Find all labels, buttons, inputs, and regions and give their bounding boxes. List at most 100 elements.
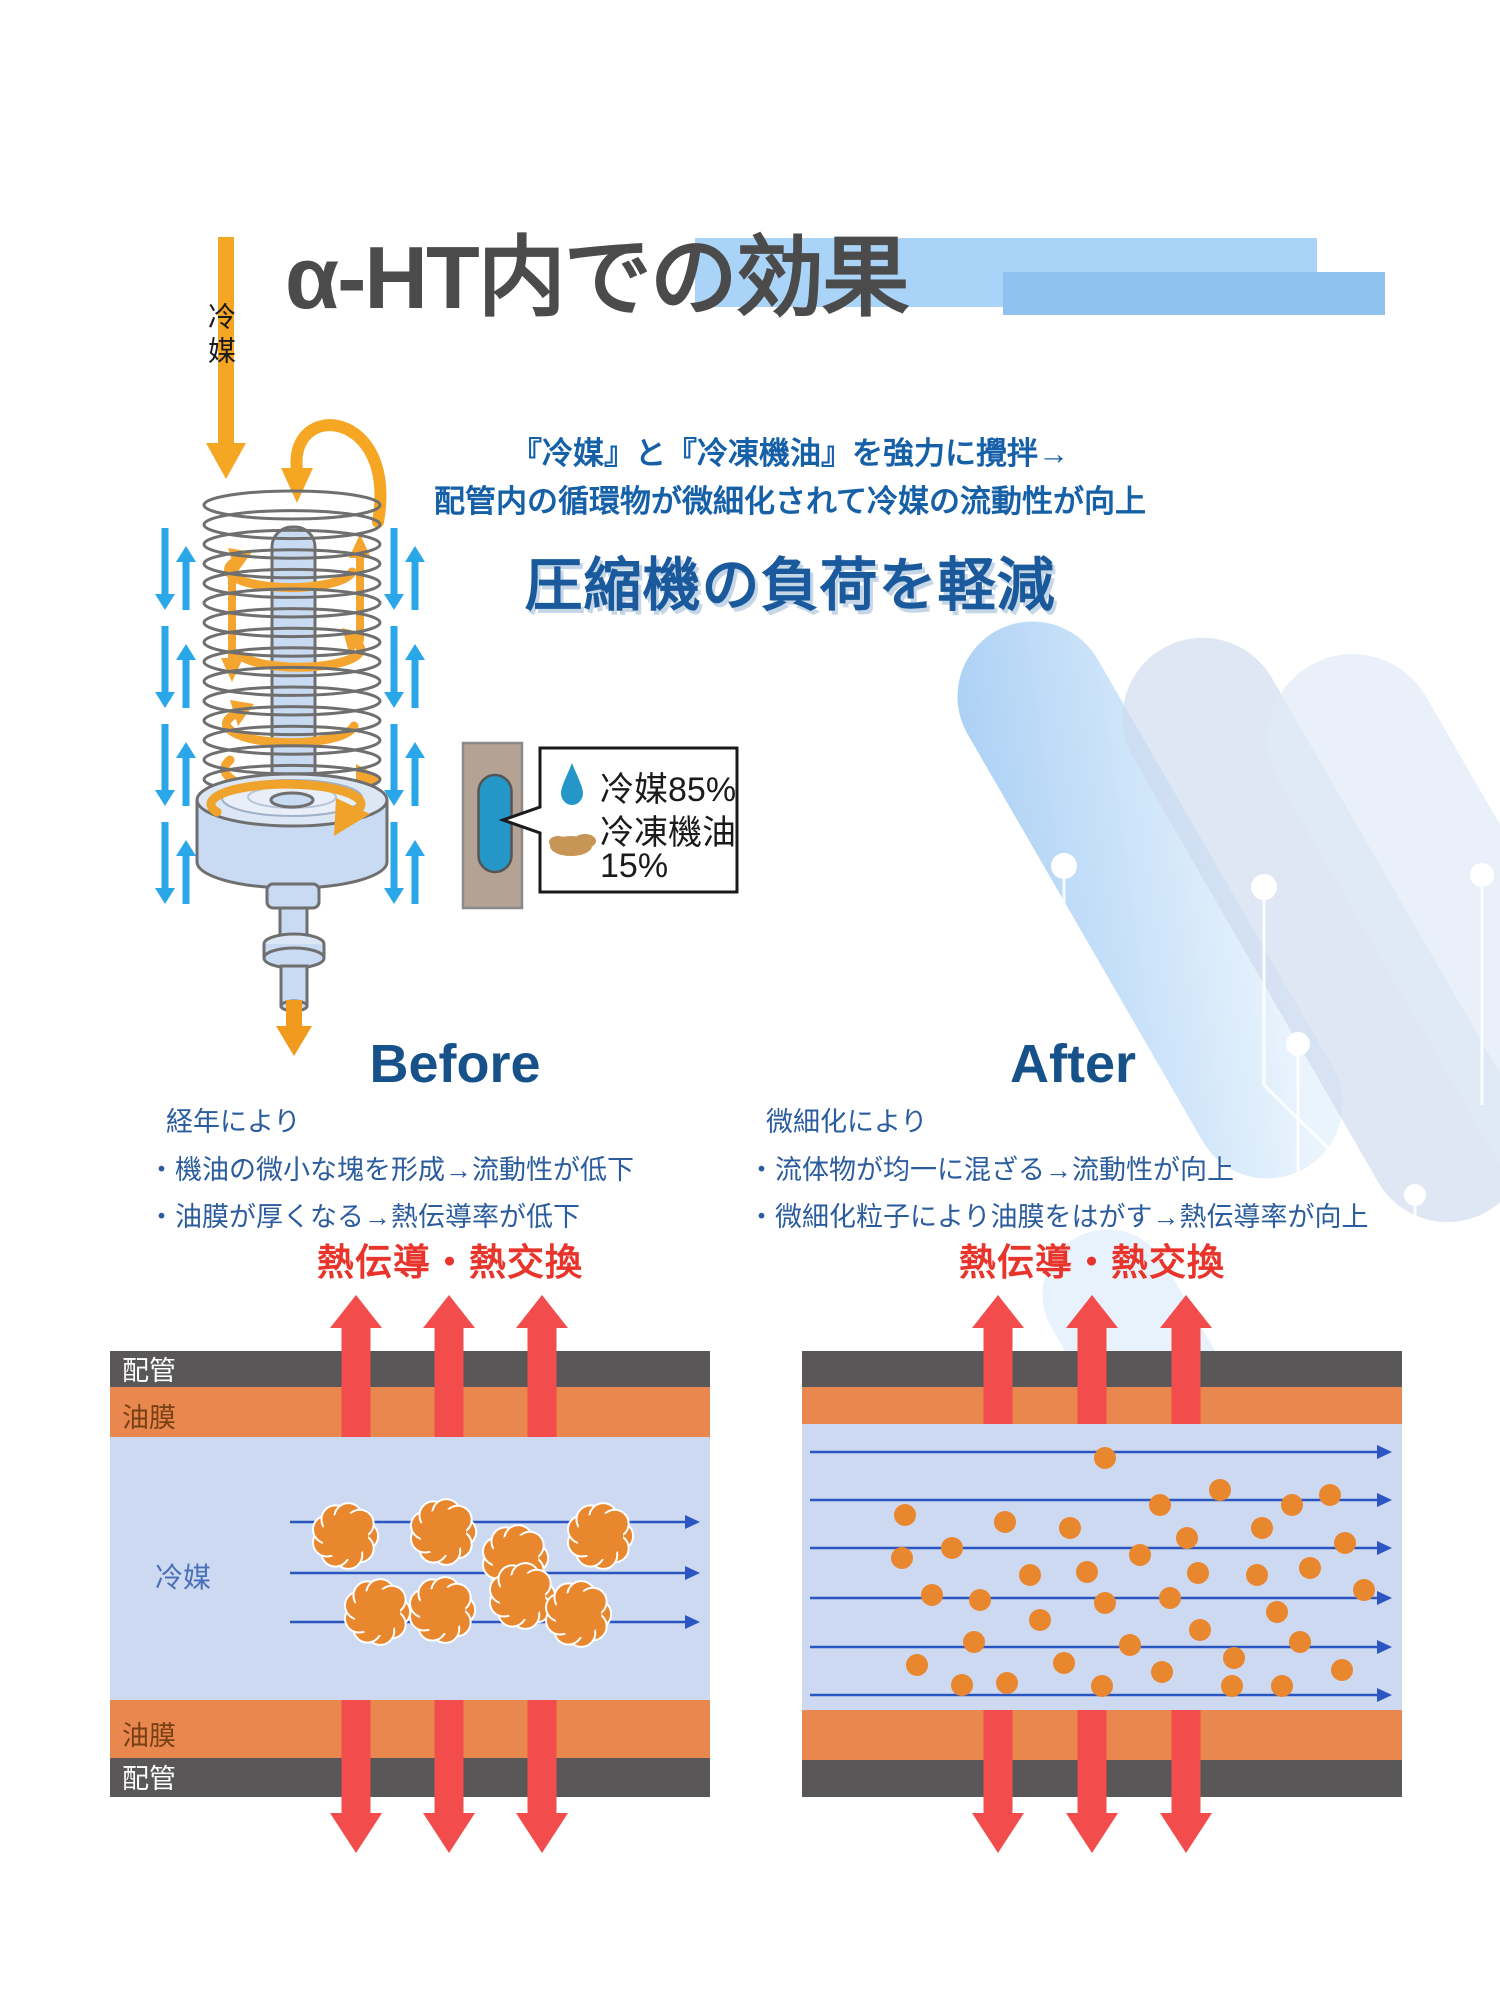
oil-pct-label: 15% [600,847,668,885]
fine-particle [1094,1592,1116,1614]
fine-particle [1176,1527,1198,1549]
fine-particle [1151,1661,1173,1683]
heat-down-arrow-icon [423,1700,475,1853]
after-notes: 微細化により ・流体物が均一に混ざる→流動性が向上 ・微細化粒子により油膜をはが… [748,1100,1368,1242]
fine-particle [894,1504,916,1526]
heat-up-arrow-icon [972,1295,1024,1424]
fine-particle [1053,1652,1075,1674]
after-pipe-diagram [802,1295,1402,1853]
fine-particle [951,1674,973,1696]
fine-particle [963,1631,985,1653]
fine-particle [1331,1659,1353,1681]
fine-particle [1076,1561,1098,1583]
callout-box [498,746,739,894]
heat-up-arrow-icon [330,1295,382,1437]
fine-particle [906,1654,928,1676]
fine-particle [1119,1634,1141,1656]
oil-clump [343,1578,412,1646]
fine-particle [1129,1544,1151,1566]
flow-arrowhead-icon [1377,1445,1392,1459]
fine-particle [1251,1517,1273,1539]
after-heading: After [1009,1034,1136,1094]
fine-particle [1299,1557,1321,1579]
pipe-top-label: 配管 [122,1356,176,1386]
fine-particle [1281,1494,1303,1516]
fine-particle [969,1589,991,1611]
fine-particle [1187,1562,1209,1584]
after-intro: 微細化により [766,1107,928,1137]
oil-film-top-label: 油膜 [122,1403,176,1433]
fine-particle [1159,1587,1181,1609]
pipe-layer [110,1700,710,1758]
heat-down-arrow-icon [330,1700,382,1853]
before-heading: Before [369,1034,541,1094]
fine-particle [1266,1601,1288,1623]
before-intro: 経年により [166,1107,301,1137]
after-bullet-2: ・微細化粒子により油膜をはがす→熱伝導率が向上 [748,1202,1369,1232]
fine-particle [1149,1494,1171,1516]
refrigerant-inlet-arrow-icon [206,237,246,479]
fine-particle [1271,1675,1293,1697]
fine-particle [1353,1579,1375,1601]
fine-particle [994,1511,1016,1533]
pipe-layer [110,1437,710,1700]
mixer-text-block: 『冷媒』と『冷凍機油』を強力に攪拌→ 配管内の循環物が微細化されて冷媒の流動性が… [400,430,1180,622]
fine-particle [921,1584,943,1606]
heat-down-arrow-icon [972,1710,1024,1853]
fine-particle [1319,1484,1341,1506]
heat-up-arrow-icon [1160,1295,1212,1424]
oil-clump [311,1502,380,1570]
flow-arrowhead-icon [685,1515,700,1529]
oil-name-label: 冷凍機油 [600,814,736,852]
fine-particle [1189,1619,1211,1641]
refrigerant-window [477,773,513,874]
fine-particle [1019,1564,1041,1586]
heat-down-arrow-icon [1160,1710,1212,1853]
heat-up-arrow-icon [1066,1295,1118,1424]
flow-arrowhead-icon [1377,1541,1392,1555]
heat-down-arrow-icon [516,1700,568,1853]
before-bullet-1: ・機油の微小な塊を形成→流動性が低下 [148,1155,634,1185]
heat-up-arrow-icon [516,1295,568,1437]
before-heat-label: 熱伝導・熱交換 [317,1242,583,1283]
oil-clump [566,1502,635,1570]
rotation-hook-arrow-icon [281,419,387,528]
outlet-arrow-icon [276,1000,312,1056]
refrigerant-region-label: 冷媒 [155,1562,211,1593]
refrigerant-pct-label: 冷媒85% [600,771,736,809]
fine-particle [1334,1532,1356,1554]
fine-particle [996,1672,1018,1694]
page-title: α-HT内での効果 [285,227,910,327]
flow-arrowhead-icon [1377,1591,1392,1605]
mixer-line-2: 配管内の循環物が微細化されて冷媒の流動性が向上 [433,484,1147,520]
fine-particle [891,1547,913,1569]
oil-clump [408,1576,477,1644]
oil-clump [544,1580,613,1648]
heat-up-arrow-icon [423,1295,475,1437]
heat-down-arrow-icon [1066,1710,1118,1853]
fine-particle [941,1537,963,1559]
title-highlight-bar-dark [1003,272,1385,315]
flow-arrowhead-icon [685,1566,700,1580]
fine-particle [1221,1675,1243,1697]
after-heat-label: 熱伝導・熱交換 [959,1242,1225,1283]
pipe-bottom-label: 配管 [122,1764,176,1794]
fine-particle [1209,1479,1231,1501]
fine-particle [1289,1631,1311,1653]
fine-particle [1223,1647,1245,1669]
fine-particle [1094,1447,1116,1469]
fine-particle [1029,1609,1051,1631]
oil-film-bottom-label: 油膜 [122,1721,176,1751]
flow-arrowhead-icon [1377,1640,1392,1654]
fine-particle [1091,1675,1113,1697]
before-bullet-2: ・油膜が厚くなる→熱伝導率が低下 [148,1202,580,1232]
mini-composition-diagram: 冷媒85% 冷凍機油 15% [461,741,739,910]
pipe-layer [110,1758,710,1797]
disc-rotation-arrow-icon [206,779,370,836]
oil-blob-icon [549,834,596,856]
fine-particle [1246,1564,1268,1586]
pipe-layer [110,1351,710,1387]
after-bullet-1: ・流体物が均一に混ざる→流動性が向上 [748,1155,1234,1185]
before-notes: 経年により ・機油の微小な塊を形成→流動性が低下 ・油膜が厚くなる→熱伝導率が低… [148,1100,634,1242]
